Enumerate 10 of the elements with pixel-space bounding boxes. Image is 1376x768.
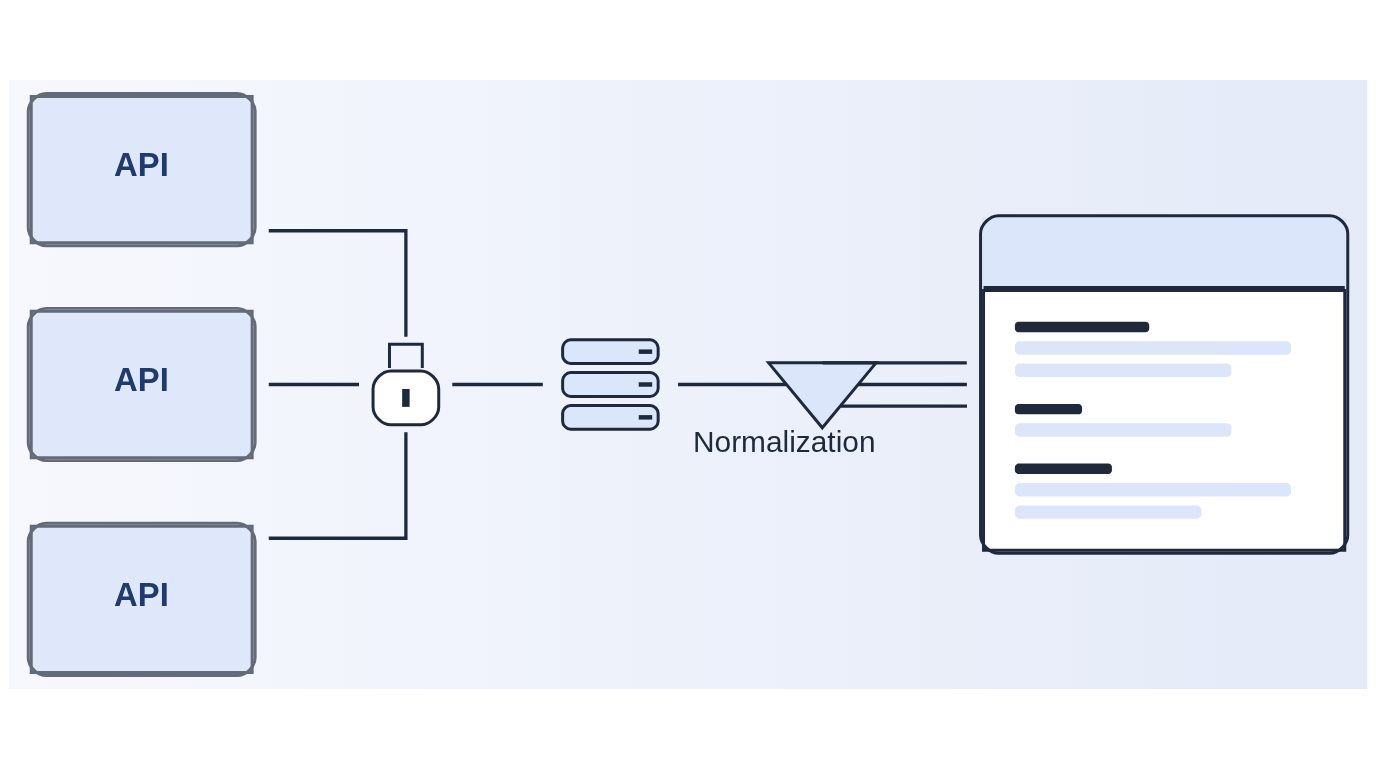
node-funnel [765, 360, 880, 430]
connector [452, 382, 543, 386]
connector [822, 360, 967, 364]
node-label: Normalization [693, 424, 876, 458]
connector [858, 382, 967, 386]
connector [840, 404, 967, 408]
connector [678, 382, 787, 386]
connector [268, 382, 359, 386]
connector [268, 431, 408, 540]
connector [268, 228, 408, 337]
